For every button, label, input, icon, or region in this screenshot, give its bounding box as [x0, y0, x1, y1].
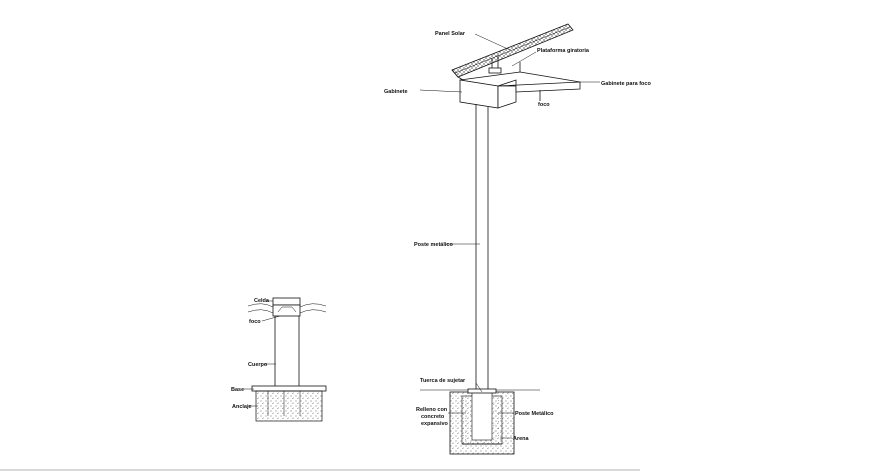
- label-celda: Celda: [254, 298, 270, 304]
- label-base: Base: [231, 387, 244, 393]
- bollard-leader-lines: [244, 300, 281, 407]
- label-poste-metalico: Poste metálico: [414, 242, 453, 248]
- label-arena: Arena: [513, 436, 530, 442]
- label-foco-small: foco: [249, 319, 261, 325]
- lamp-cabinet: [459, 79, 581, 109]
- main-lamp-post: [420, 23, 581, 455]
- label-anclaje: Anclaje: [232, 404, 252, 410]
- small-bollard: [247, 297, 327, 422]
- label-relleno-2: concreto: [421, 414, 445, 420]
- pole-foundation: [420, 388, 540, 455]
- label-foco-top: foco: [538, 102, 550, 108]
- main-leader-lines: [419, 33, 600, 439]
- metal-pole: [475, 104, 489, 392]
- solar-panel: [451, 23, 574, 81]
- label-relleno-3: expansivo: [421, 421, 449, 427]
- label-relleno-1: Relleno con: [416, 407, 448, 413]
- label-gabinete-para-foco: Gabinete para foco: [601, 81, 651, 87]
- label-poste-metalico-base: Poste Metálico: [515, 411, 554, 417]
- label-tuerca-de-sujetar: Tuerca de sujetar: [420, 378, 466, 384]
- label-plataforma-giratoria: Plataforma giratoria: [537, 48, 590, 54]
- label-cuerpo: Cuerpo: [248, 362, 268, 368]
- label-panel-solar: Panel Solar: [435, 31, 466, 37]
- label-gabinete: Gabinete: [384, 89, 408, 95]
